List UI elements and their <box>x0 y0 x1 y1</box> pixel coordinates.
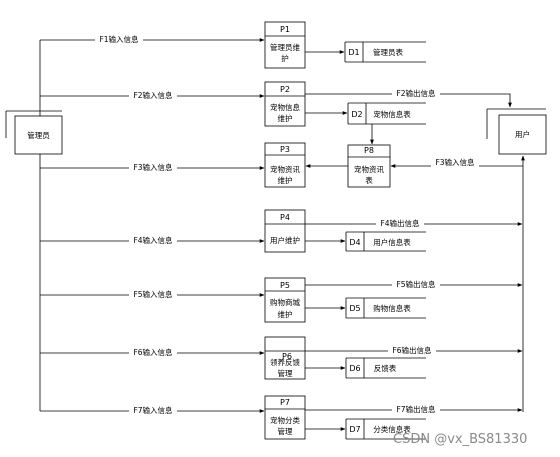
flow-f4-out-label: F4输出信息 <box>380 218 420 228</box>
process-p7: P7 宠物分类 管理 <box>264 395 306 440</box>
process-p2-line1: 宠物信息 <box>270 102 300 112</box>
process-p7-line1: 宠物分类 <box>270 415 300 425</box>
store-d2-name: 宠物信息表 <box>373 109 411 119</box>
process-p1-id: P1 <box>280 25 290 34</box>
entity-admin: 管理员 <box>5 110 63 155</box>
process-p3-line1: 宠物资讯 <box>270 164 300 174</box>
store-d6-id: D6 <box>349 364 360 373</box>
process-p3-line2: 维护 <box>278 175 293 185</box>
store-d2: D2 宠物信息表 <box>347 102 426 125</box>
flow-f5-in: F5输入信息 <box>40 289 265 299</box>
flow-f1-in-label: F1输入信息 <box>99 34 139 44</box>
flow-f5-in-label: F5输入信息 <box>133 289 173 299</box>
process-p4-line1: 用户维护 <box>270 235 300 245</box>
flow-f4-out: F4输出信息 <box>305 218 523 228</box>
watermark: CSDN @vx_BS81330 <box>393 432 527 447</box>
flow-f3-in: F3输入信息 <box>40 162 265 172</box>
process-p7-line2: 管理 <box>278 426 293 436</box>
process-p5: P5 购物商城 维护 <box>264 277 306 323</box>
flow-f3-in-label: F3输入信息 <box>133 162 173 172</box>
store-d4: D4 用户信息表 <box>345 231 426 252</box>
flow-f5-out: F5输出信息 <box>305 279 523 289</box>
flow-f7-out: F7输出信息 <box>305 404 523 414</box>
store-d5: D5 购物信息表 <box>345 297 426 319</box>
process-p5-line1: 购物商城 <box>270 297 300 307</box>
store-d5-id: D5 <box>349 304 360 313</box>
flow-f6-out: F6输出信息 <box>305 345 523 355</box>
process-p4-id: P4 <box>280 213 290 222</box>
flow-f3-user-in-label: F3输入信息 <box>435 157 475 167</box>
store-d4-name: 用户信息表 <box>373 237 411 247</box>
process-p6: P6 领养反馈 管理 <box>264 336 306 380</box>
process-p2-line2: 维护 <box>278 113 293 123</box>
store-d2-id: D2 <box>351 110 362 119</box>
process-p5-id: P5 <box>280 281 290 290</box>
process-p3: P3 宠物资讯 维护 <box>264 142 306 188</box>
store-d4-id: D4 <box>349 238 360 247</box>
process-p1-line2: 护 <box>281 53 289 63</box>
flow-f2-in: F2输入信息 <box>40 90 265 100</box>
process-p8-line2: 表 <box>365 175 373 185</box>
entity-admin-label: 管理员 <box>27 130 50 140</box>
process-p1-line1: 管理员维 <box>270 42 300 52</box>
flow-f6-out-label: F6输出信息 <box>392 345 432 355</box>
process-p6-line2: 管理 <box>278 368 293 378</box>
flow-f2-out: F2输出信息 <box>305 88 512 108</box>
flow-f4-in: F4输入信息 <box>40 235 265 245</box>
flow-f4-in-label: F4输入信息 <box>133 235 173 245</box>
store-d7-name: 分类信息表 <box>373 424 411 434</box>
flow-f6-in-label: F6输入信息 <box>133 347 173 357</box>
flow-f1-in: F1输入信息 <box>40 34 265 44</box>
flow-f7-out-label: F7输出信息 <box>396 404 436 414</box>
process-p2: P2 宠物信息 维护 <box>264 81 306 127</box>
store-d1-id: D1 <box>348 48 359 57</box>
flow-f5-out-label: F5输出信息 <box>396 279 436 289</box>
store-d1: D1 管理员表 <box>344 41 426 63</box>
store-d6: D6 反馈表 <box>345 357 426 379</box>
process-p6-line1: 领养反馈 <box>270 357 300 367</box>
process-p3-id: P3 <box>280 145 290 154</box>
process-p5-line2: 维护 <box>278 309 293 319</box>
store-d7-id: D7 <box>349 425 360 434</box>
process-p6-id: P6 <box>282 352 292 361</box>
flow-f7-in-label: F7输入信息 <box>133 405 173 415</box>
process-p8-line1: 宠物资讯 <box>354 164 384 174</box>
flow-f3-user-in: F3输入信息 <box>390 157 523 168</box>
process-p4: P4 用户维护 <box>264 209 306 253</box>
flow-f6-in: F6输入信息 <box>40 347 265 357</box>
process-p1: P1 管理员维 护 <box>264 21 306 69</box>
store-d5-name: 购物信息表 <box>373 303 411 313</box>
process-p8-id: P8 <box>364 146 374 155</box>
store-d6-name: 反馈表 <box>374 363 397 373</box>
store-d7: D7 分类信息表 <box>345 418 426 440</box>
flow-f2-in-label: F2输入信息 <box>133 90 173 100</box>
entity-user: 用户 <box>486 108 547 155</box>
store-d1-name: 管理员表 <box>373 47 403 57</box>
flow-f7-in: F7输入信息 <box>40 405 265 415</box>
flow-f2-out-label: F2输出信息 <box>396 88 436 98</box>
process-p8: P8 宠物资讯 表 <box>347 144 391 188</box>
entity-user-label: 用户 <box>515 129 530 139</box>
process-p2-id: P2 <box>280 85 290 94</box>
process-p7-id: P7 <box>280 398 290 407</box>
